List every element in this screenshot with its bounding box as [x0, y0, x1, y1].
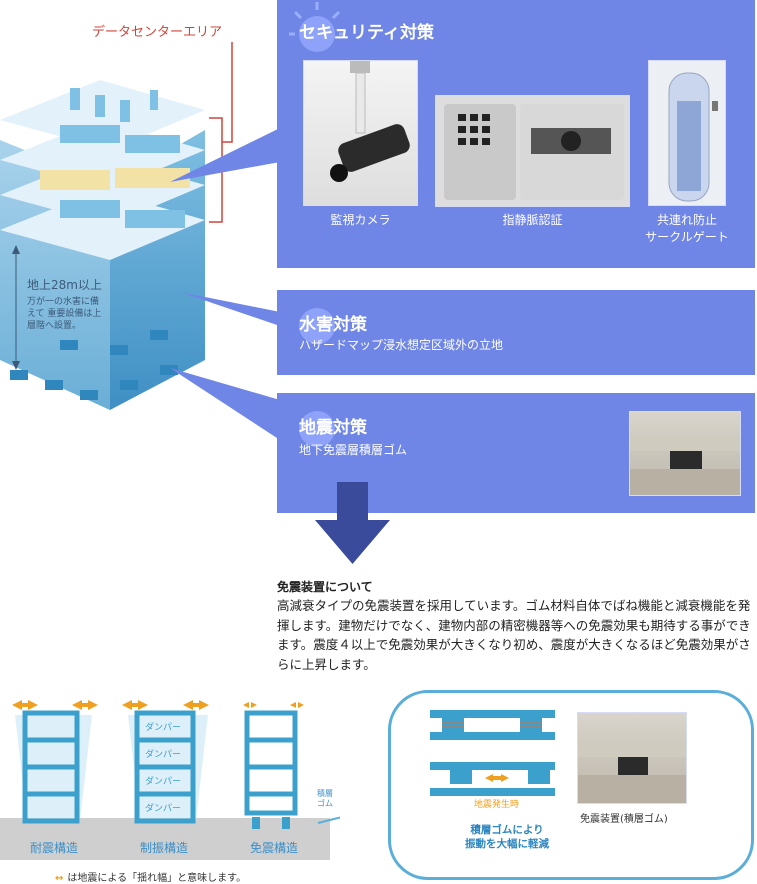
damper-label: ダンパー — [145, 804, 182, 814]
water-subtitle: ハザードマップ浸水想定区域外の立地 — [299, 338, 504, 352]
quake-subtitle: 地下免震層積層ゴム — [299, 443, 408, 457]
isolation-rubber-photo — [629, 411, 741, 496]
finger-vein-photo — [435, 95, 630, 207]
height-label: 地上28m以上 — [27, 278, 102, 292]
rubber-bearing-diagram — [430, 710, 555, 796]
lightbulb-icon — [299, 308, 335, 344]
callout-connectors — [170, 128, 280, 440]
security-title: セキュリティ対策 — [299, 23, 434, 43]
isolation-device-caption: 免震装置(積層ゴム) — [580, 814, 668, 825]
structure-label-menshin: 免震構造 — [250, 841, 299, 855]
rubber-effect-note: 積層ゴムにより 振動を大幅に軽減 — [465, 824, 549, 850]
structure-label-taishin: 耐震構造 — [30, 841, 79, 855]
datacenter-building-illustration — [0, 42, 233, 410]
finger-vein-caption: 指静脈認証 — [502, 213, 563, 227]
lightbulb-icon — [299, 411, 335, 447]
water-panel: 水害対策 ハザードマップ浸水想定区域外の立地 — [277, 290, 755, 375]
rubber-label: 積層 ゴム — [317, 789, 333, 808]
quake-title: 地震対策 — [299, 418, 367, 438]
damper-label: ダンパー — [145, 777, 182, 787]
damper-label: ダンパー — [145, 750, 182, 760]
circle-gate-photo — [648, 60, 726, 206]
height-note: 万が一の水害に備えて 重要設備は上層階へ設置。 — [27, 297, 102, 331]
damper-label: ダンパー — [145, 723, 182, 733]
quake-time-label: 地震発生時 — [474, 800, 520, 810]
camera-photo — [303, 60, 418, 206]
about-title: 免震装置について — [277, 580, 373, 594]
datacenter-area-label: データセンターエリア — [92, 25, 223, 40]
circle-gate-caption: 共連れ防止 サークルゲート — [645, 213, 729, 244]
swing-arrow-icon: ↔ — [55, 873, 64, 884]
water-title: 水害対策 — [299, 315, 367, 335]
lightbulb-icon — [289, 2, 345, 52]
structure-comparison-illustration — [0, 700, 340, 860]
swing-legend: ↔は地震による「揺れ幅」と意味します。 — [55, 873, 247, 884]
isolation-device-photo — [577, 712, 687, 804]
down-arrow-icon — [315, 482, 390, 564]
security-panel: セキュリティ対策 監視カメラ 指静脈認証 — [277, 0, 755, 268]
normal-label: 通常時 — [483, 746, 511, 756]
about-body: 高減衰タイプの免震装置を採用しています。ゴム材料自体でばね機能と減衰機能を発揮し… — [277, 598, 751, 672]
camera-caption: 監視カメラ — [330, 213, 391, 227]
structure-label-seishin: 制振構造 — [140, 841, 189, 855]
